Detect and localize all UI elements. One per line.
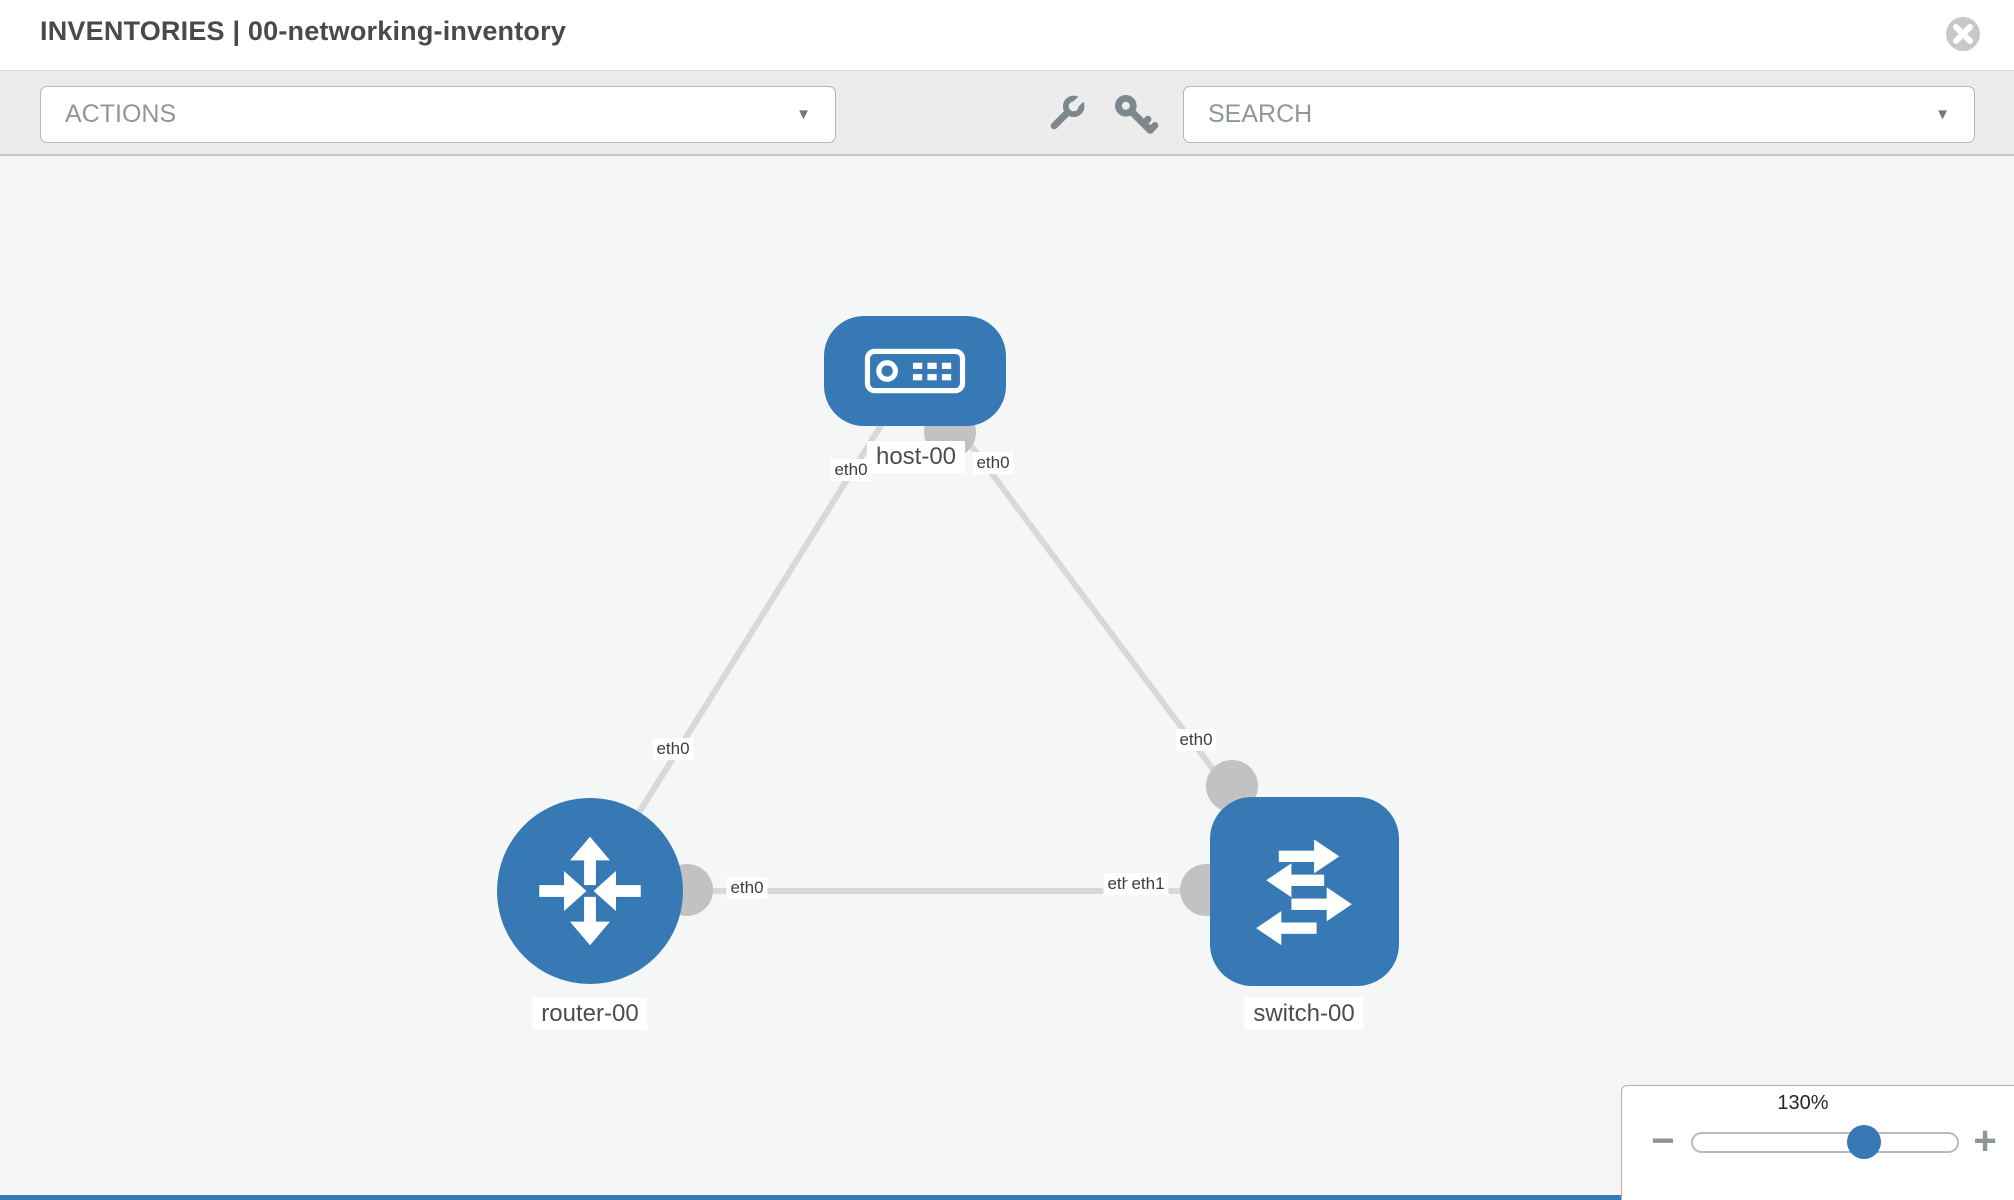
- node-host-00[interactable]: [824, 316, 1006, 426]
- chevron-down-icon: ▼: [796, 106, 811, 123]
- search-dropdown-label: SEARCH: [1208, 100, 1313, 128]
- close-icon: [1946, 17, 1980, 51]
- toolbar: ACTIONS ▼ SEARCH ▼: [0, 71, 2014, 156]
- switch-icon: [1256, 839, 1352, 946]
- node-label-router-00: router-00: [532, 998, 648, 1030]
- zoom-panel: 130% − +: [1621, 1085, 2014, 1200]
- router-icon: [539, 836, 641, 946]
- zoom-out-button[interactable]: −: [1642, 1120, 1684, 1162]
- interface-label-eth0: eth0: [652, 738, 694, 760]
- zoom-slider-handle[interactable]: [1846, 1125, 1881, 1159]
- chevron-down-icon: ▼: [1935, 106, 1950, 123]
- search-dropdown[interactable]: SEARCH ▼: [1183, 86, 1975, 143]
- tools-button[interactable]: [1040, 91, 1090, 141]
- node-label-host-00: host-00: [866, 441, 966, 473]
- zoom-level-value: 130%: [1777, 1092, 1829, 1114]
- page-title: INVENTORIES | 00-networking-inventory: [40, 16, 567, 46]
- credentials-button[interactable]: [1110, 91, 1160, 141]
- host-icon: [864, 348, 966, 394]
- key-icon: [1115, 95, 1159, 134]
- actions-dropdown-label: ACTIONS: [65, 100, 177, 128]
- node-label-switch-00: switch-00: [1244, 998, 1364, 1030]
- topology-canvas[interactable]: [0, 154, 2014, 1200]
- close-button[interactable]: [1944, 15, 1982, 53]
- interface-label-eth0: eth0: [726, 877, 768, 899]
- link-host-00--router-00: [587, 369, 918, 893]
- zoom-in-button[interactable]: +: [1964, 1120, 2006, 1162]
- node-switch-00[interactable]: [1209, 796, 1399, 986]
- header: INVENTORIES | 00-networking-inventory: [0, 0, 2014, 71]
- actions-dropdown[interactable]: ACTIONS ▼: [40, 86, 836, 143]
- zoom-slider-track[interactable]: [1691, 1132, 1959, 1153]
- plus-icon: +: [1973, 1119, 1997, 1163]
- minus-icon: −: [1651, 1119, 1675, 1163]
- footer-accent-strip: [0, 1195, 1621, 1200]
- interface-label-eth0: eth0: [1175, 729, 1217, 751]
- node-router-00[interactable]: [497, 798, 683, 984]
- wrench-icon: [1050, 93, 1086, 129]
- interface-label-eth0: eth0: [830, 459, 872, 481]
- interface-label-eth1: eth1: [1127, 873, 1169, 895]
- interface-label-eth0: eth0: [972, 452, 1014, 474]
